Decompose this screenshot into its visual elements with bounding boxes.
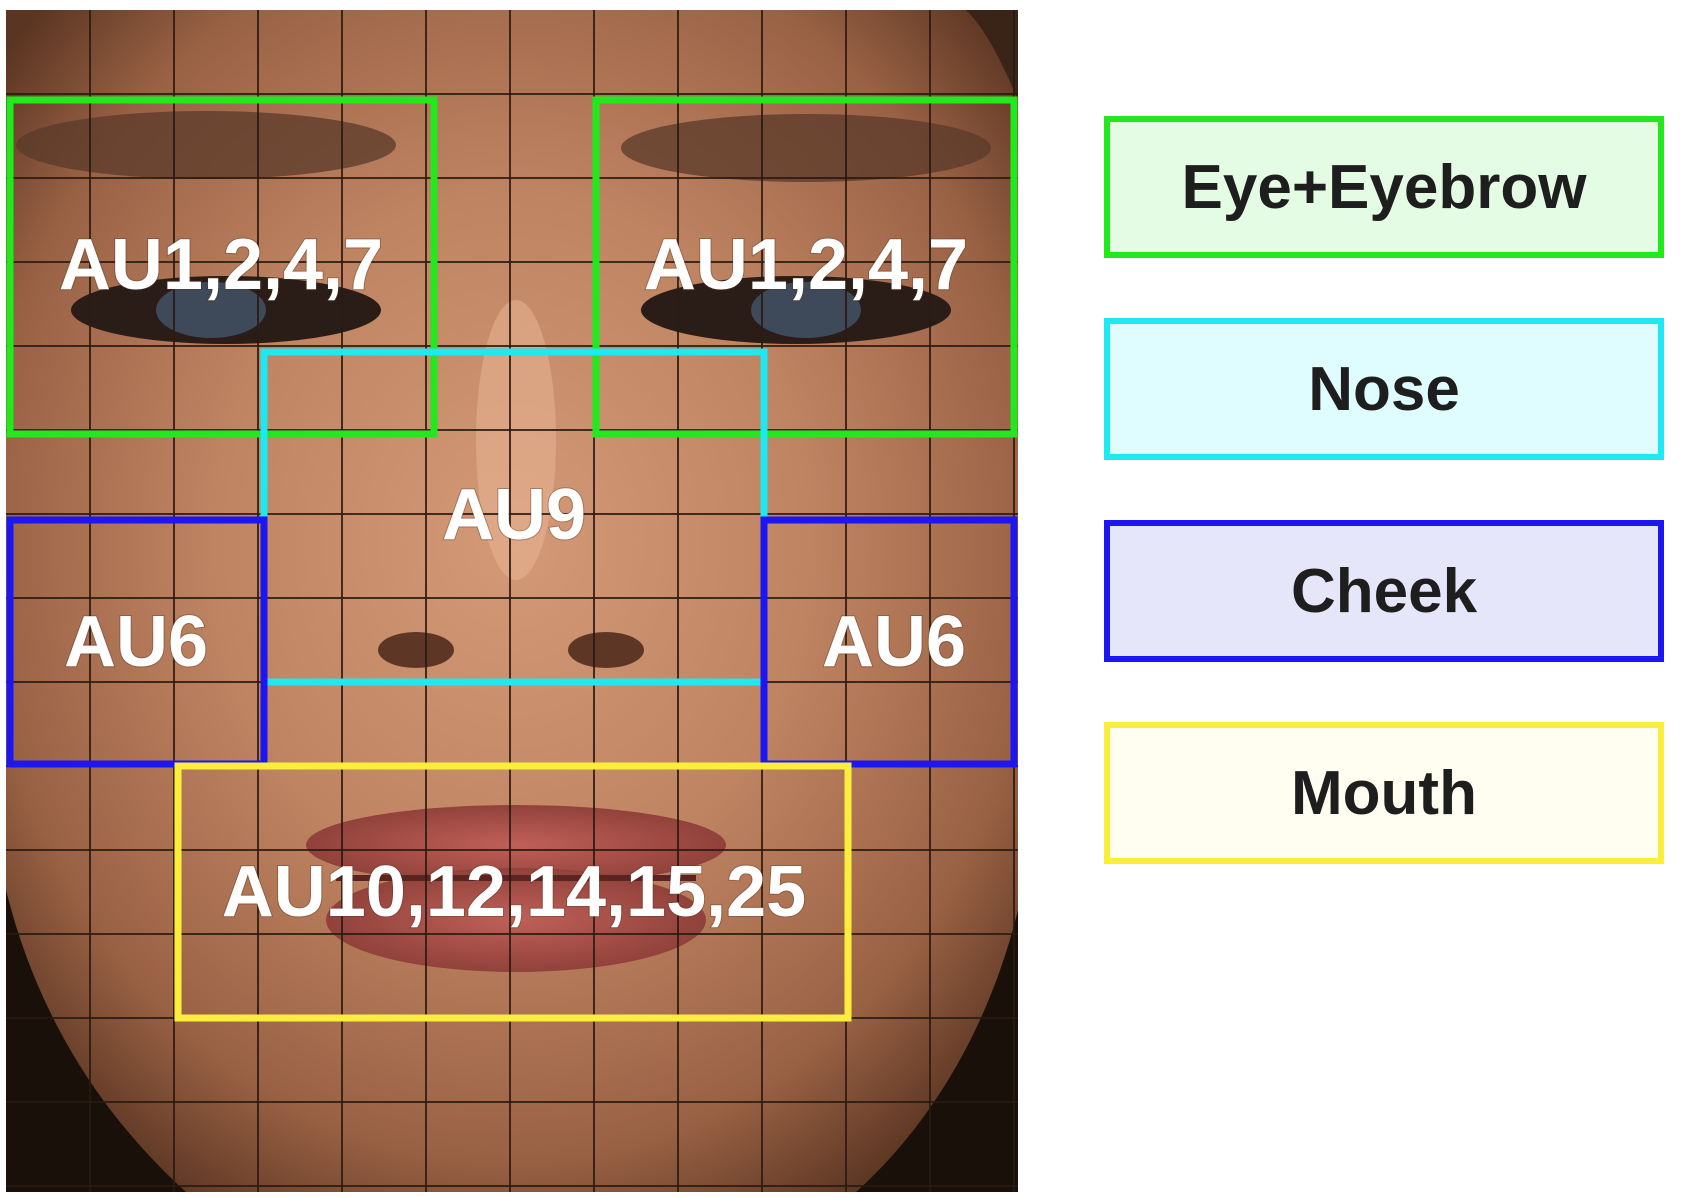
hair-shadow-bottom-left <box>6 890 186 1192</box>
legend-label: Mouth <box>1291 758 1477 828</box>
label-eye-right: AU1,2,4,7 <box>644 225 968 305</box>
au-regions <box>6 96 1018 1022</box>
label-eye-left: AU1,2,4,7 <box>59 225 383 305</box>
right-eyebrow <box>621 114 991 182</box>
hair-shadow-top-right <box>966 10 1018 100</box>
label-mouth: AU10,12,14,15,25 <box>222 852 806 932</box>
legend-label: Cheek <box>1290 556 1478 626</box>
legend-item-cheek: Cheek <box>1104 520 1664 662</box>
box-eye-left <box>6 96 438 438</box>
left-iris <box>156 282 266 338</box>
hair-shadow-bottom-right <box>856 910 1018 1192</box>
box-cheek-right <box>760 516 1018 768</box>
label-cheek-left: AU6 <box>64 602 208 682</box>
label-nose: AU9 <box>442 475 586 555</box>
box-cheek-left <box>6 516 268 768</box>
legend-label: Eye+Eyebrow <box>1181 152 1587 222</box>
legend-item-eye: Eye+Eyebrow <box>1104 116 1664 258</box>
legend-label: Nose <box>1308 354 1460 424</box>
nose-bridge-highlight <box>476 300 556 580</box>
right-nostril <box>568 632 644 668</box>
label-cheek-right: AU6 <box>822 602 966 682</box>
right-iris <box>751 282 861 338</box>
face-diagram: AU1,2,4,7 AU1,2,4,7 AU9 AU6 AU6 AU10,12,… <box>6 10 1018 1192</box>
legend-item-nose: Nose <box>1104 318 1664 460</box>
left-eyebrow <box>16 111 396 179</box>
box-eye-right <box>592 96 1018 438</box>
face-image-panel: AU1,2,4,7 AU1,2,4,7 AU9 AU6 AU6 AU10,12,… <box>6 10 1018 1192</box>
lower-lip <box>326 868 706 972</box>
legend-item-mouth: Mouth <box>1104 722 1664 864</box>
upper-lip <box>306 805 726 885</box>
box-mouth <box>174 762 852 1022</box>
left-nostril <box>378 632 454 668</box>
